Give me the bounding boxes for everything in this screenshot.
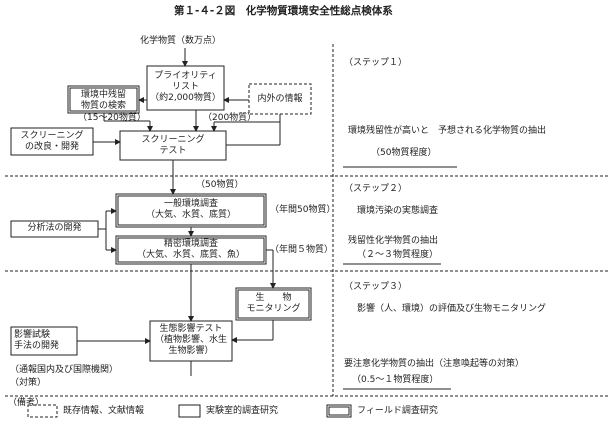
yearly-50-label: （年間50物質） xyxy=(270,205,336,215)
step3-desc2: 要注意化学物質の抽出（注意喚起等の対策） xyxy=(344,359,525,369)
bio-monitoring-label: 生 物 モニタリング xyxy=(246,293,301,314)
analysis-dev-label: 分析法の開発 xyxy=(27,223,82,233)
step3-desc: 影響（人、環境）の評価及び生物モニタリング xyxy=(357,304,547,314)
legend-double-symbol xyxy=(326,404,352,418)
env-search-label: 環境中残留 物質の検索 xyxy=(80,90,126,111)
legend-dashed-symbol xyxy=(27,404,58,418)
figure-title: 第１-４-２図 化学物質環境安全性総点検体系 xyxy=(174,5,393,17)
legend-item-existing-info: 既存情報、文献情報 xyxy=(63,406,145,416)
step1-note: （50物質程度） xyxy=(371,148,437,158)
priority-list-label: プライオリティ リスト （約2,000物質） xyxy=(150,71,221,103)
chemicals-label: 化学物質（数万点） xyxy=(140,36,222,46)
legend-item-field-research: フィールド調査研究 xyxy=(357,406,438,416)
step1-desc: 環境残留性が高いと 予想される化学物質の抽出 xyxy=(348,126,547,136)
notify-label: （通報国内及び国際機関） xyxy=(10,365,119,375)
count-200-label: （200物質） xyxy=(203,113,257,123)
screening-test-label: スクリーニング テスト xyxy=(141,135,205,156)
step1-label: （ステップ１） xyxy=(344,58,408,68)
measures-label: （対策） xyxy=(10,378,47,388)
impact-dev-label: 影響試験 手法の開発 xyxy=(14,330,60,351)
step3-label: （ステップ３） xyxy=(344,282,408,292)
eco-test-label: 生態影響テスト （植物影響、水生 生物影響） xyxy=(154,324,227,356)
count-50-label: （50物質） xyxy=(196,180,244,190)
legend-title: （備考） xyxy=(8,398,45,408)
detailed-survey-label: 精密環境調査 （大気、水質、底質、魚） xyxy=(136,239,245,260)
step2-desc2: 残留性化学物質の抽出 xyxy=(348,236,439,246)
step2-note: （２～３物質程度） xyxy=(357,250,439,260)
step2-desc: 環境汚染の実態調査 xyxy=(357,206,439,216)
legend-item-lab-research: 実験室的調査研究 xyxy=(206,406,279,416)
yearly-5-label: （年間５物質） xyxy=(270,245,334,255)
step3-note: （0.5～１物質程度） xyxy=(352,375,439,385)
count-15-20-label: （15～20物質） xyxy=(78,113,146,123)
screening-improve-label: スクリーニング の改良・開発 xyxy=(20,131,84,152)
step2-label: （ステップ２） xyxy=(344,184,408,194)
general-survey-label: 一般環境調査 （大気、水質、底質） xyxy=(145,199,236,220)
legend-plain-symbol xyxy=(178,404,201,418)
domestic-info-label: 内外の情報 xyxy=(257,94,303,104)
